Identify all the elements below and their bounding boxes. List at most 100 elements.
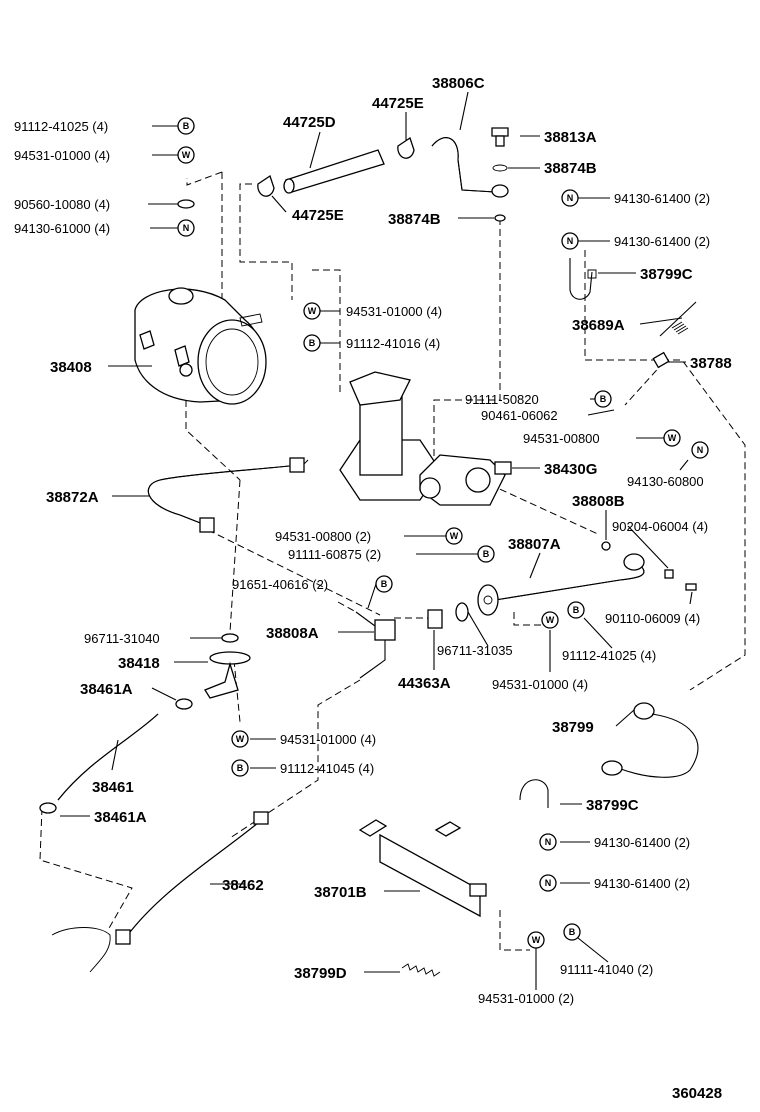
hose-38872A bbox=[147, 457, 305, 533]
label-91112-41045: 91112-41045 (4) bbox=[280, 761, 374, 776]
svg-text:W: W bbox=[532, 935, 541, 945]
label-91112-41025: 91112-41025 (4) bbox=[14, 119, 108, 134]
svg-text:B: B bbox=[237, 763, 244, 773]
badge-b-icon: B bbox=[231, 759, 249, 777]
svg-text:B: B bbox=[183, 121, 190, 131]
label-38461A-bottom: 38461A bbox=[94, 809, 147, 826]
svg-text:W: W bbox=[546, 615, 555, 625]
label-94130-61000: 94130-61000 (4) bbox=[14, 221, 110, 236]
badge-b-icon: B bbox=[177, 117, 195, 135]
hand-outline bbox=[51, 927, 111, 973]
svg-text:W: W bbox=[182, 150, 191, 160]
svg-text:B: B bbox=[309, 338, 316, 348]
svg-text:N: N bbox=[567, 236, 574, 246]
svg-text:N: N bbox=[545, 878, 552, 888]
fuel-tank-38408 bbox=[134, 287, 267, 405]
label-94531-01000-e: 94531-01000 (2) bbox=[478, 991, 574, 1006]
label-38874B-right: 38874B bbox=[544, 160, 597, 177]
label-44363A: 44363A bbox=[398, 675, 451, 692]
svg-text:W: W bbox=[450, 531, 459, 541]
spring-38799D bbox=[401, 963, 441, 977]
badge-w-icon: W bbox=[527, 931, 545, 949]
label-44725E-left: 44725E bbox=[292, 207, 344, 224]
badge-n-icon: N bbox=[561, 232, 579, 250]
label-38799: 38799 bbox=[552, 719, 594, 736]
hose-38799 bbox=[601, 702, 699, 778]
tee-38808A bbox=[355, 611, 396, 679]
badge-n-icon: N bbox=[561, 189, 579, 207]
label-94531-01000: 94531-01000 (4) bbox=[14, 148, 110, 163]
svg-text:B: B bbox=[569, 927, 576, 937]
badge-w-icon: W bbox=[445, 527, 463, 545]
bolts-90110-90204 bbox=[601, 541, 697, 591]
label-38799C-top: 38799C bbox=[640, 266, 693, 283]
badge-b-icon: B bbox=[567, 601, 585, 619]
label-38788: 38788 bbox=[690, 355, 732, 372]
svg-text:N: N bbox=[545, 837, 552, 847]
label-38408: 38408 bbox=[50, 359, 92, 376]
hose-38799C-lower bbox=[519, 779, 549, 808]
label-91111-60875: 91111-60875 (2) bbox=[288, 547, 381, 562]
svg-text:B: B bbox=[600, 394, 607, 404]
label-38807A: 38807A bbox=[508, 536, 561, 553]
label-90110-06009: 90110-06009 (4) bbox=[605, 611, 700, 626]
clamp-44725E-lower bbox=[257, 174, 275, 197]
float-38418 bbox=[204, 633, 251, 699]
label-38701B: 38701B bbox=[314, 884, 367, 901]
badge-n-icon: N bbox=[691, 441, 709, 459]
label-94130-60800: 94130-60800 bbox=[627, 474, 704, 489]
label-94130-61400-d: 94130-61400 (2) bbox=[594, 876, 690, 891]
tube-44725D bbox=[283, 149, 385, 194]
label-38418: 38418 bbox=[118, 655, 160, 672]
label-90560-10080: 90560-10080 (4) bbox=[14, 197, 110, 212]
label-91111-41040: 91111-41040 (2) bbox=[560, 962, 653, 977]
label-94531-01000-b: 94531-01000 (4) bbox=[346, 304, 442, 319]
leader-lines bbox=[60, 91, 693, 990]
label-96711-31035: 96711-31035 bbox=[437, 643, 513, 658]
label-94130-61400-c: 94130-61400 (2) bbox=[594, 835, 690, 850]
label-94130-61400-b: 94130-61400 (2) bbox=[614, 234, 710, 249]
label-91112-41025-b: 91112-41025 (4) bbox=[562, 648, 656, 663]
svg-text:W: W bbox=[668, 433, 677, 443]
pipe-38806C bbox=[431, 137, 509, 222]
svg-text:B: B bbox=[381, 579, 388, 589]
label-94531-01000-d: 94531-01000 (4) bbox=[280, 732, 376, 747]
figure-code: 360428 bbox=[672, 1085, 722, 1102]
badge-b-icon: B bbox=[563, 923, 581, 941]
badge-w-icon: W bbox=[541, 611, 559, 629]
stand-38430G-base bbox=[339, 371, 441, 501]
badge-b-icon: B bbox=[594, 390, 612, 408]
badge-b-icon: B bbox=[303, 334, 321, 352]
label-91111-50820: 91111-50820 bbox=[465, 392, 539, 407]
clamp-44725E-upper bbox=[397, 136, 415, 159]
label-94531-00800-2: 94531-00800 (2) bbox=[275, 529, 371, 544]
label-91651-40616: 91651-40616 (2) bbox=[232, 577, 328, 592]
label-38689A: 38689A bbox=[572, 317, 625, 334]
union-44363A bbox=[427, 609, 443, 629]
label-94531-00800: 94531-00800 bbox=[523, 431, 600, 446]
label-38430G: 38430G bbox=[544, 461, 597, 478]
assembly-dashed-lines bbox=[39, 171, 746, 951]
svg-text:W: W bbox=[308, 306, 317, 316]
pipe-38807A bbox=[455, 553, 645, 622]
svg-text:N: N bbox=[697, 445, 704, 455]
label-90204-06004: 90204-06004 (4) bbox=[612, 519, 708, 534]
clamp-38461A-lower bbox=[39, 802, 57, 814]
svg-text:B: B bbox=[483, 549, 490, 559]
hose-38461 bbox=[57, 713, 159, 801]
clamp-38461A-upper bbox=[175, 698, 193, 710]
svg-text:N: N bbox=[567, 193, 574, 203]
part-labels: 91112-41025 (4) 94531-01000 (4) 90560-10… bbox=[14, 75, 732, 1102]
label-38806C: 38806C bbox=[432, 75, 485, 92]
washer-icon bbox=[221, 633, 239, 643]
label-90461-06062: 90461-06062 bbox=[481, 408, 558, 423]
badge-n-icon: N bbox=[177, 219, 195, 237]
bracket-38701B bbox=[358, 819, 487, 918]
badge-b-icon: B bbox=[477, 545, 495, 563]
washer-icon bbox=[177, 199, 195, 209]
badge-w-icon: W bbox=[663, 429, 681, 447]
label-38461: 38461 bbox=[92, 779, 134, 796]
badge-w-icon: W bbox=[231, 730, 249, 748]
svg-text:B: B bbox=[573, 605, 580, 615]
